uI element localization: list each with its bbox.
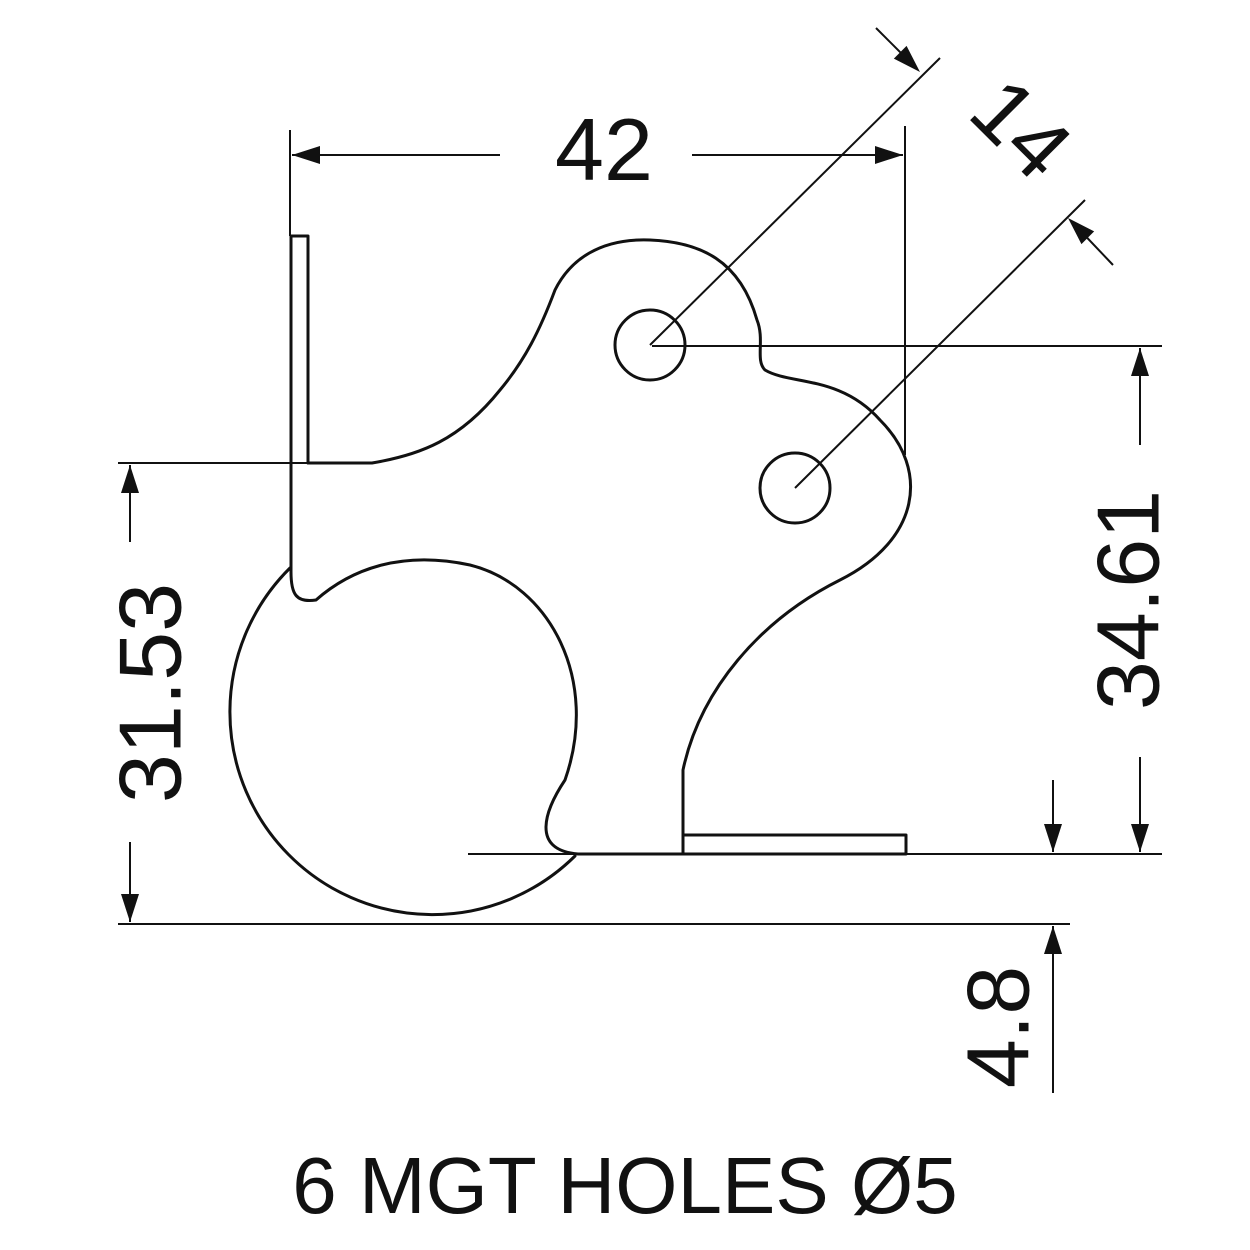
- dimension-width-top: 42: [289, 100, 906, 455]
- dimension-label-14: 14: [952, 59, 1091, 198]
- dimension-offset-bottom: 4.8: [948, 780, 1062, 1093]
- bracket-body: [289, 238, 912, 856]
- horizontal-flange: [681, 833, 908, 856]
- mounting-hole-lower: [758, 451, 832, 525]
- ball-foot: [228, 566, 577, 917]
- bracket-outline: [228, 234, 912, 917]
- dimension-hole-spacing: 14: [649, 27, 1114, 489]
- dimension-height-right: 34.61: [468, 345, 1177, 855]
- dimension-label-34-61: 34.61: [1078, 490, 1177, 710]
- dimension-height-left: 31.53: [100, 462, 1070, 925]
- dimension-label-31-53: 31.53: [100, 583, 199, 803]
- dimension-label-4-8: 4.8: [948, 966, 1047, 1088]
- vertical-flange: [289, 234, 310, 574]
- dimension-label-42: 42: [555, 100, 653, 199]
- caption-mounting-holes: 6 MGT HOLES Ø5: [292, 1141, 957, 1230]
